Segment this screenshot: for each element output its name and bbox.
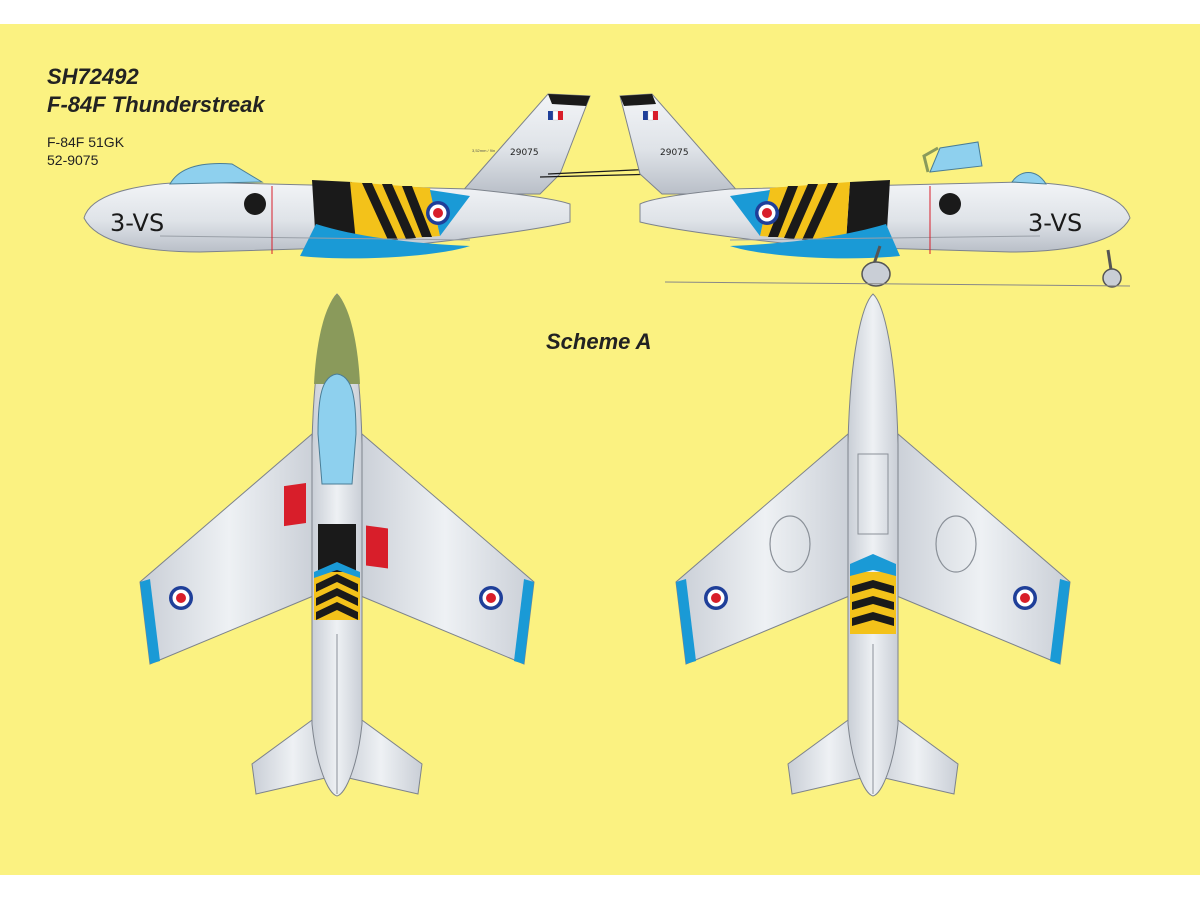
left-fuselage-code: 3-VS <box>110 209 164 237</box>
aircraft-profiles: 29075 3,52mm / 9in 3-VS <box>83 93 1131 797</box>
ground-line <box>664 281 1131 287</box>
top-left-wing-roundel-icon <box>169 586 193 610</box>
scheme-label: Scheme A <box>546 329 652 354</box>
view-connector <box>547 168 656 175</box>
top-view <box>139 293 535 797</box>
right-unit-emblem-icon <box>939 193 961 215</box>
bottom-left-wing-roundel-icon <box>704 586 728 610</box>
left-unit-emblem-icon <box>244 193 266 215</box>
left-tail-serial: 29075 <box>510 148 539 158</box>
right-fuselage-code: 3-VS <box>1028 209 1082 237</box>
bottom-right-wing-roundel-icon <box>1013 586 1037 610</box>
aircraft-model: F-84F Thunderstreak <box>47 92 265 117</box>
left-tail-note: 3,52mm / 9in <box>472 148 495 153</box>
scheme-sheet: SH72492 F-84F Thunderstreak F-84F 51GK 5… <box>0 24 1200 875</box>
top-right-wing-roundel-icon <box>479 586 503 610</box>
right-side-view: 29075 3-VS <box>619 93 1131 288</box>
right-side-roundel-icon <box>755 201 779 225</box>
right-tail-serial: 29075 <box>660 148 689 158</box>
aircraft-serial: 52-9075 <box>47 152 99 168</box>
aircraft-variant: F-84F 51GK <box>47 134 125 150</box>
kit-code: SH72492 <box>47 64 139 89</box>
bottom-view <box>675 293 1071 797</box>
left-side-view: 29075 3,52mm / 9in 3-VS <box>83 93 591 259</box>
left-side-roundel-icon <box>426 201 450 225</box>
